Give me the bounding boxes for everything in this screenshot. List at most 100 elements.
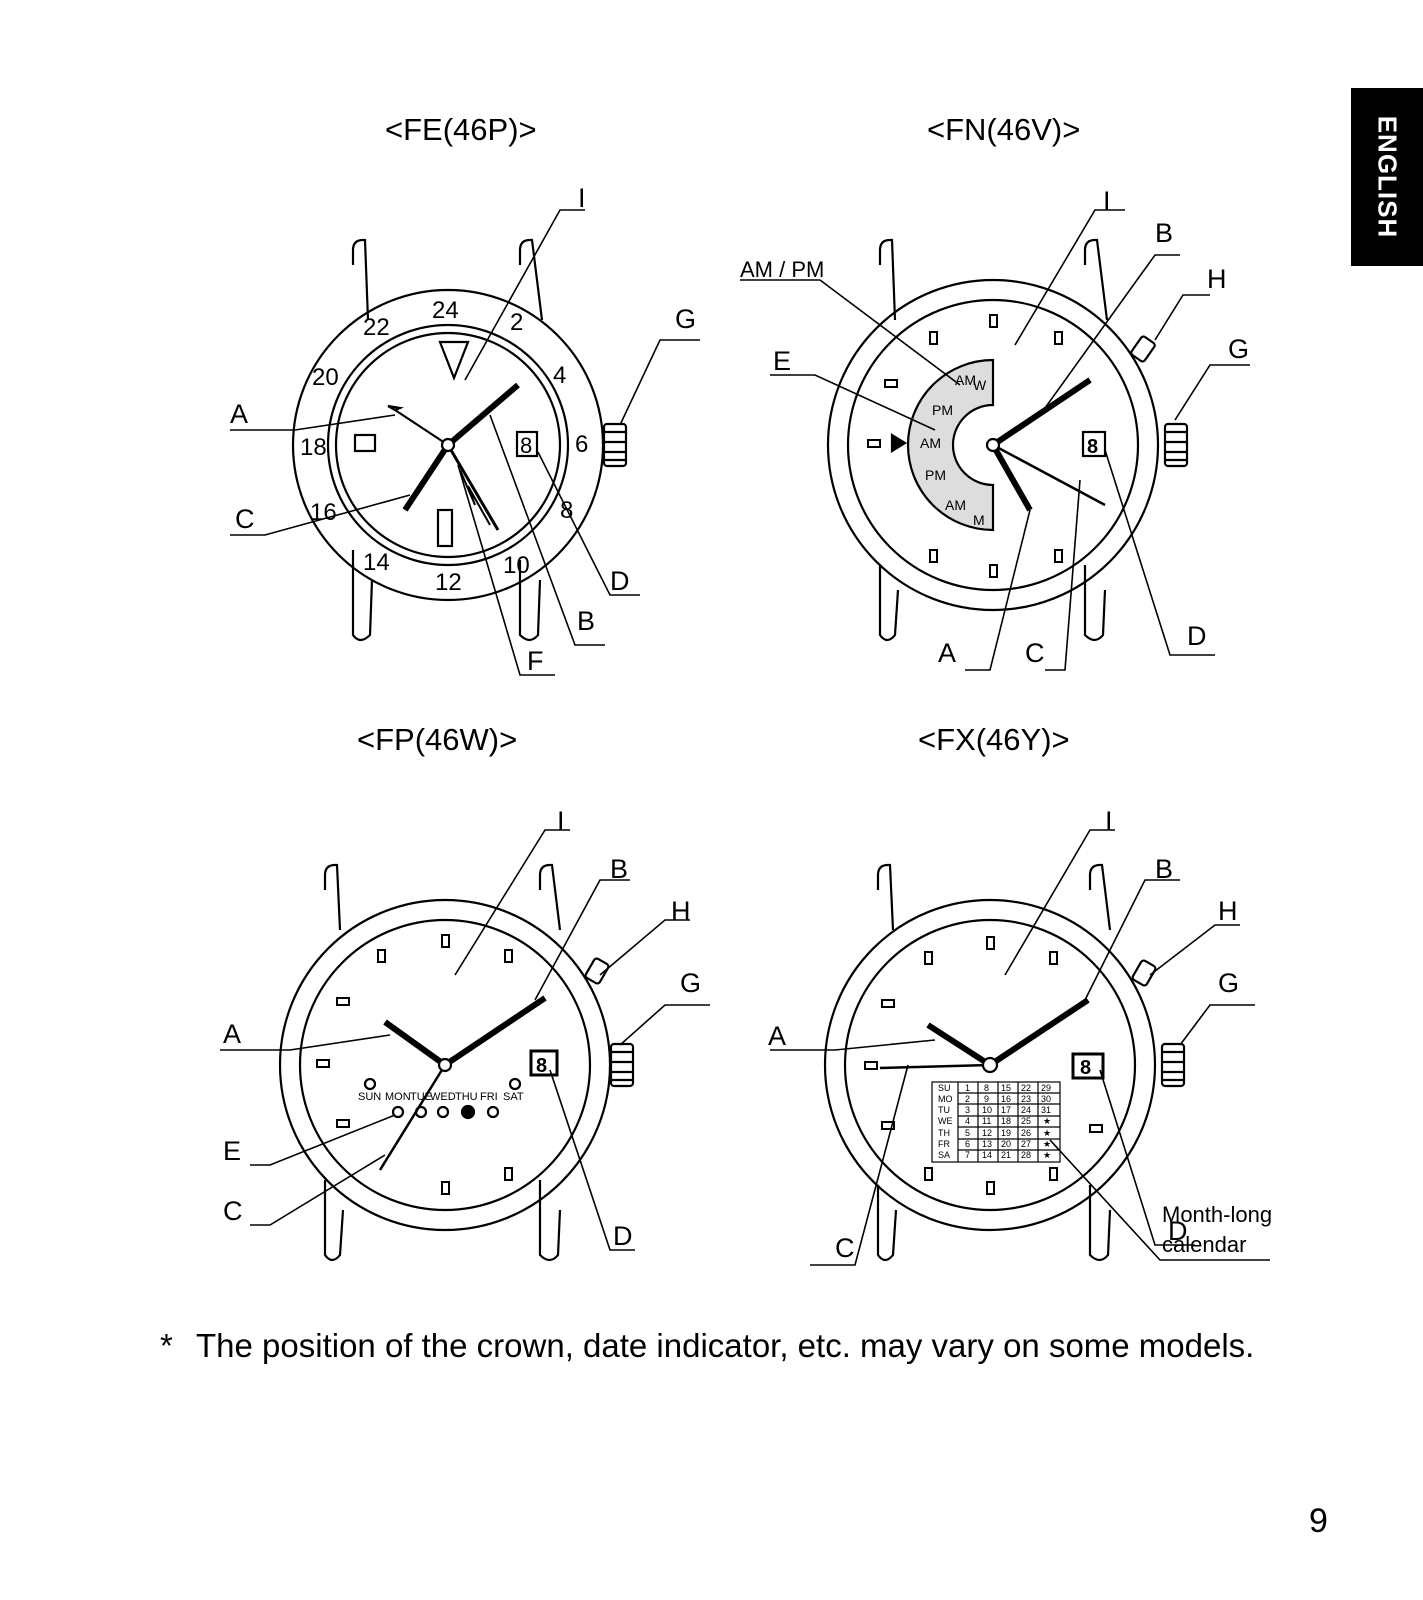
leader-lines [220, 829, 710, 1251]
bezel-inner [326, 323, 570, 567]
svg-text:M: M [973, 512, 985, 528]
svg-text:6: 6 [965, 1139, 970, 1149]
figure-title-fe: <FE(46P)> [385, 112, 537, 147]
svg-text:8: 8 [984, 1083, 989, 1093]
svg-text:calendar: calendar [1162, 1232, 1246, 1257]
hands [387, 382, 520, 531]
watch-diagram-fe: 8 24 2 4 6 8 10 12 14 16 18 20 22 I G A … [230, 183, 700, 676]
figure-title-fp: <FP(46W)> [357, 722, 518, 757]
svg-text:A: A [938, 638, 956, 668]
svg-text:MON: MON [385, 1091, 411, 1103]
svg-text:G: G [680, 968, 701, 998]
svg-text:26: 26 [1021, 1128, 1031, 1138]
svg-text:D: D [1187, 621, 1207, 651]
svg-text:AM / PM: AM / PM [740, 257, 824, 282]
svg-text:14: 14 [982, 1150, 992, 1160]
svg-text:SUN: SUN [358, 1091, 381, 1103]
svg-text:29: 29 [1041, 1083, 1051, 1093]
dial-edge [298, 918, 592, 1212]
svg-text:10: 10 [503, 552, 530, 579]
svg-text:D: D [610, 566, 630, 596]
svg-text:30: 30 [1041, 1094, 1051, 1104]
hands [879, 997, 1090, 1070]
svg-text:24: 24 [1021, 1105, 1031, 1115]
svg-text:19: 19 [1001, 1128, 1011, 1138]
hands [378, 995, 547, 1171]
case-outer [823, 898, 1157, 1232]
svg-text:I: I [1103, 186, 1111, 216]
svg-text:TU: TU [938, 1105, 950, 1115]
svg-text:H: H [1207, 264, 1227, 294]
svg-text:18: 18 [1001, 1116, 1011, 1126]
svg-text:G: G [1218, 968, 1239, 998]
svg-text:W: W [973, 377, 987, 393]
svg-text:17: 17 [1001, 1105, 1011, 1115]
svg-text:C: C [1025, 638, 1045, 668]
svg-text:AM: AM [945, 497, 966, 513]
figure-title-fn: <FN(46V)> [927, 112, 1081, 147]
svg-text:FRI: FRI [480, 1091, 498, 1103]
figure-title-fx: <FX(46Y)> [918, 722, 1070, 757]
svg-text:SAT: SAT [503, 1091, 524, 1103]
svg-text:22: 22 [1021, 1083, 1031, 1093]
svg-text:SA: SA [938, 1150, 950, 1160]
svg-text:12: 12 [435, 569, 462, 596]
pusher [584, 957, 610, 985]
svg-text:★: ★ [1043, 1139, 1051, 1149]
date-digit: 8 [1087, 436, 1098, 458]
svg-text:G: G [675, 304, 696, 334]
svg-text:6: 6 [575, 431, 588, 458]
watch-diagram-fp: 8 SUN MON TUE WED THU FRI SAT I B H G [220, 806, 710, 1262]
svg-text:Month-long: Month-long [1162, 1202, 1272, 1227]
footnote-text: The position of the crown, date indicato… [196, 1327, 1255, 1364]
svg-text:C: C [235, 504, 255, 534]
svg-text:D: D [613, 1221, 633, 1251]
svg-text:B: B [1155, 218, 1173, 248]
date-window [515, 430, 539, 458]
svg-text:G: G [1228, 334, 1249, 364]
svg-text:AM: AM [955, 372, 976, 388]
svg-text:9: 9 [984, 1094, 989, 1104]
date-window [1071, 1052, 1105, 1080]
svg-text:SU: SU [938, 1083, 951, 1093]
svg-text:H: H [671, 896, 691, 926]
svg-text:28: 28 [1021, 1150, 1031, 1160]
svg-text:21: 21 [1001, 1150, 1011, 1160]
svg-text:D: D [1168, 1216, 1188, 1246]
svg-text:3: 3 [965, 1105, 970, 1115]
watch-diagram-fx: 8 SU MO TU WE TH FR SA 1 8 15 22 29 2 9 … [768, 806, 1272, 1266]
svg-text:24: 24 [432, 297, 459, 324]
date-window [1081, 430, 1107, 458]
svg-text:7: 7 [965, 1150, 970, 1160]
svg-text:★: ★ [1043, 1150, 1051, 1160]
date-digit: 8 [1080, 1057, 1091, 1079]
svg-text:E: E [223, 1136, 241, 1166]
svg-text:C: C [223, 1196, 243, 1226]
svg-text:AM: AM [920, 435, 941, 451]
svg-text:WE: WE [938, 1116, 953, 1126]
bezel-numbers: 24 2 4 6 8 10 12 14 16 18 20 22 [300, 297, 588, 596]
date-digit: 8 [536, 1055, 547, 1077]
svg-text:PM: PM [932, 402, 953, 418]
case-outer [826, 278, 1160, 612]
svg-text:20: 20 [312, 364, 339, 391]
svg-text:25: 25 [1021, 1116, 1031, 1126]
date-window [529, 1049, 559, 1077]
dial-edge [846, 298, 1140, 592]
language-tab: ENGLISH [1351, 88, 1423, 266]
svg-text:15: 15 [1001, 1083, 1011, 1093]
svg-text:27: 27 [1021, 1139, 1031, 1149]
svg-text:PM: PM [925, 467, 946, 483]
svg-text:4: 4 [553, 362, 566, 389]
language-tab-label: ENGLISH [1372, 115, 1403, 239]
svg-text:22: 22 [363, 314, 390, 341]
svg-text:MO: MO [938, 1094, 953, 1104]
leader-lines [740, 209, 1250, 671]
svg-text:B: B [1155, 854, 1173, 884]
svg-text:I: I [1105, 806, 1113, 836]
pusher [1131, 959, 1157, 987]
svg-text:11: 11 [982, 1116, 991, 1126]
svg-text:I: I [578, 183, 586, 213]
svg-text:THU: THU [455, 1091, 478, 1103]
svg-text:E: E [773, 346, 791, 376]
